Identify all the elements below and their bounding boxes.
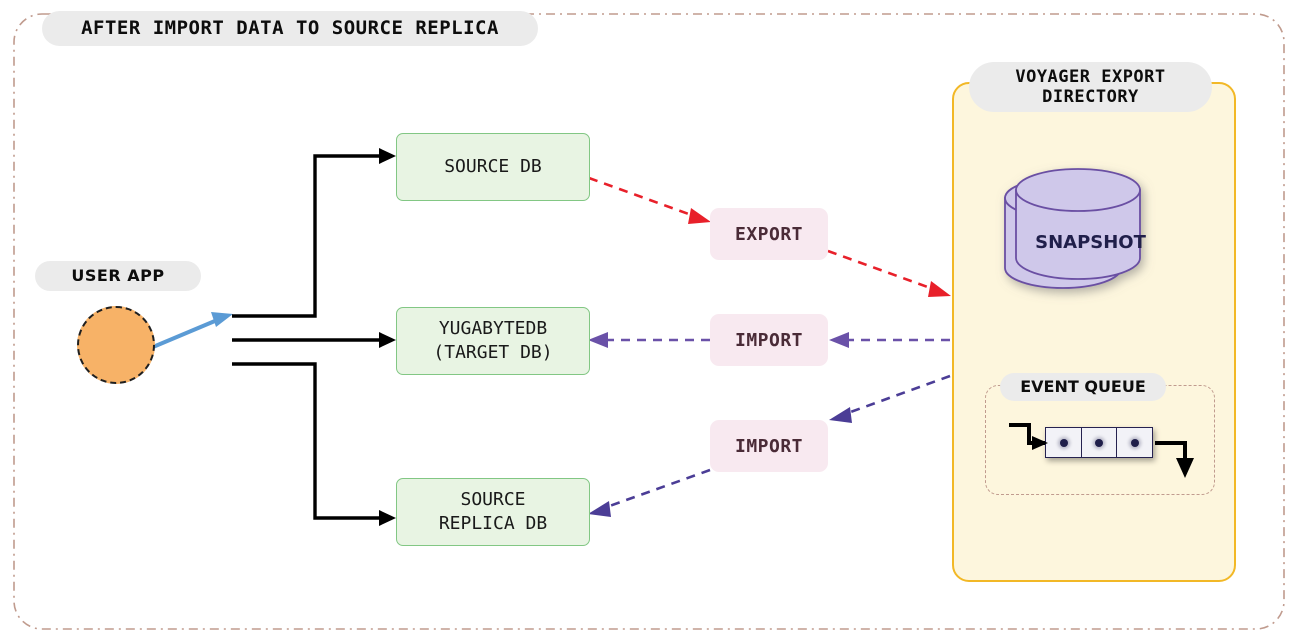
voyager-to-source-replica-import-arrow [588, 374, 951, 517]
diagram-title: AFTER IMPORT DATA TO SOURCE REPLICA [42, 11, 538, 46]
snapshot-cylinder-icon [1004, 168, 1141, 289]
voyager-export-directory-title: VOYAGER EXPORT DIRECTORY [969, 62, 1212, 112]
event-dot-icon [1130, 438, 1139, 447]
source-db-box: SOURCE DB [396, 133, 590, 201]
import-tag-replica: IMPORT [710, 420, 828, 472]
outer-frame [13, 13, 1285, 630]
event-queue-in-arrow [1009, 423, 1048, 450]
event-queue-out-arrow [1155, 441, 1194, 478]
import-tag-target: IMPORT [710, 314, 828, 366]
source-replica-db-box: SOURCE REPLICA DB [396, 478, 590, 546]
fanout-to-yugabytedb-arrow [232, 332, 396, 348]
snapshot-label: SNAPSHOT [1035, 232, 1146, 253]
user-app-circle-icon [77, 306, 155, 384]
fanout-to-source-db-arrow [232, 148, 396, 318]
event-queue-cell [1116, 427, 1154, 458]
source-db-to-voyager-export-arrow [588, 176, 951, 297]
event-queue-cells [1045, 427, 1154, 458]
voyager-export-directory-box [952, 82, 1236, 582]
user-app-label: USER APP [35, 261, 201, 291]
export-tag: EXPORT [710, 208, 828, 260]
fanout-to-source-replica-db-arrow [232, 362, 396, 526]
event-dot-icon [1095, 438, 1104, 447]
yugabytedb-box: YUGABYTEDB (TARGET DB) [396, 307, 590, 375]
event-dot-icon [1059, 438, 1068, 447]
voyager-to-yugabytedb-import-arrow [588, 332, 950, 348]
event-queue-label: EVENT QUEUE [1000, 373, 1166, 401]
event-queue-cell [1080, 427, 1118, 458]
userapp-to-fanout-arrow [152, 312, 233, 349]
